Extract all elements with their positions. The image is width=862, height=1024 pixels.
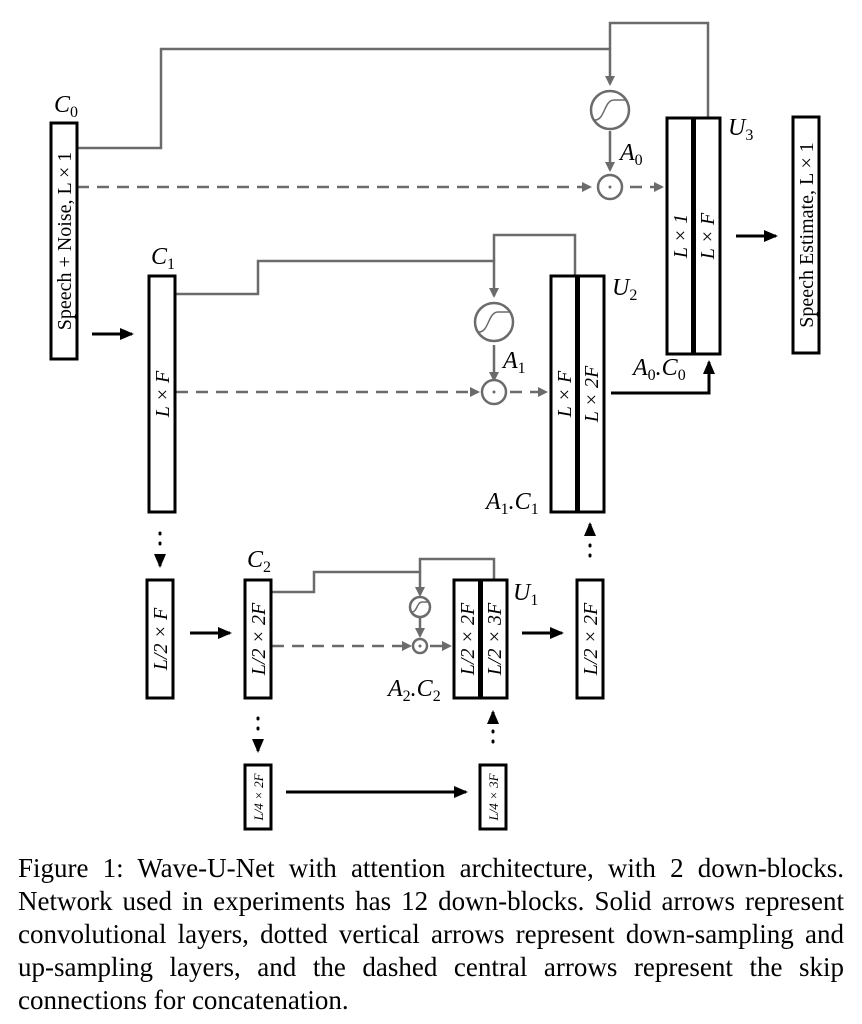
up-l2-block-label: L/2 × 2F [580, 602, 602, 676]
u3-gating-path [608, 21, 710, 118]
output-block-label: Speech Estimate, L × 1 [796, 142, 818, 328]
c1-block: L × F [147, 274, 177, 514]
bottleneck-right-label: L/4 × 3F [486, 772, 501, 821]
c1-block-label: L × F [152, 370, 174, 418]
bottleneck-left-label: L/4 × 2F [251, 772, 266, 821]
down-l2-block: L/2 × F [145, 578, 175, 700]
label-a2c2: A2.C2 [386, 676, 441, 705]
u3-left-label: L × 1 [670, 214, 692, 259]
u2-left-label: L × F [554, 370, 576, 418]
label-u1: U1 [513, 580, 538, 609]
conv-arrow-u2-to-u3 [611, 360, 715, 395]
down-l2-block-label: L/2 × F [150, 607, 172, 671]
sigmoid-icon [408, 595, 432, 619]
u3-right-label: L × F [697, 212, 719, 260]
label-c2: C2 [247, 547, 271, 576]
u2-block: L × F L × 2F [549, 274, 606, 514]
u1-right-label: L/2 × 3F [484, 602, 506, 676]
u1-gating-path [418, 557, 496, 580]
label-a0c0: A0.C0 [631, 355, 686, 384]
c2-attention-path [272, 570, 425, 597]
c1-attention-path [175, 259, 499, 298]
input-block: Speech + Noise, L × 1 [49, 121, 79, 361]
u1-block: L/2 × 2F L/2 × 3F [452, 578, 509, 700]
label-a1: A1 [501, 348, 526, 377]
up-l2-block: L/2 × 2F [575, 578, 605, 700]
c2-block-label: L/2 × 2F [248, 602, 270, 676]
bottleneck-left-block: L/4 × 2F [243, 763, 273, 831]
label-u2: U2 [612, 275, 637, 304]
bottleneck-right-block: L/4 × 3F [478, 763, 508, 831]
c0-attention-path [77, 47, 615, 150]
figure-caption: Figure 1: Wave-U-Net with attention arch… [18, 853, 844, 1015]
sigmoid-icon [589, 89, 631, 131]
input-block-label: Speech + Noise, L × 1 [54, 152, 76, 330]
hadamard-product-icon [480, 378, 508, 406]
label-a0: A0 [618, 140, 643, 169]
label-c1: C1 [151, 244, 175, 273]
c2-block: L/2 × 2F [243, 578, 273, 700]
label-c0: C0 [54, 92, 78, 121]
sigmoid-icon [473, 301, 515, 343]
u2-right-label: L × 2F [581, 365, 603, 423]
label-a1c1: A1.C1 [484, 489, 539, 518]
hadamard-product-icon [411, 637, 429, 655]
u1-left-label: L/2 × 2F [457, 602, 479, 676]
label-u3: U3 [728, 115, 753, 144]
architecture-diagram: Speech + Noise, L × 1 L × F L/2 × F L/2 … [49, 21, 821, 831]
output-block: Speech Estimate, L × 1 [791, 115, 821, 355]
u3-block: L × 1 L × F [665, 116, 722, 356]
hadamard-product-icon [596, 173, 624, 201]
u2-gating-path [492, 233, 577, 276]
